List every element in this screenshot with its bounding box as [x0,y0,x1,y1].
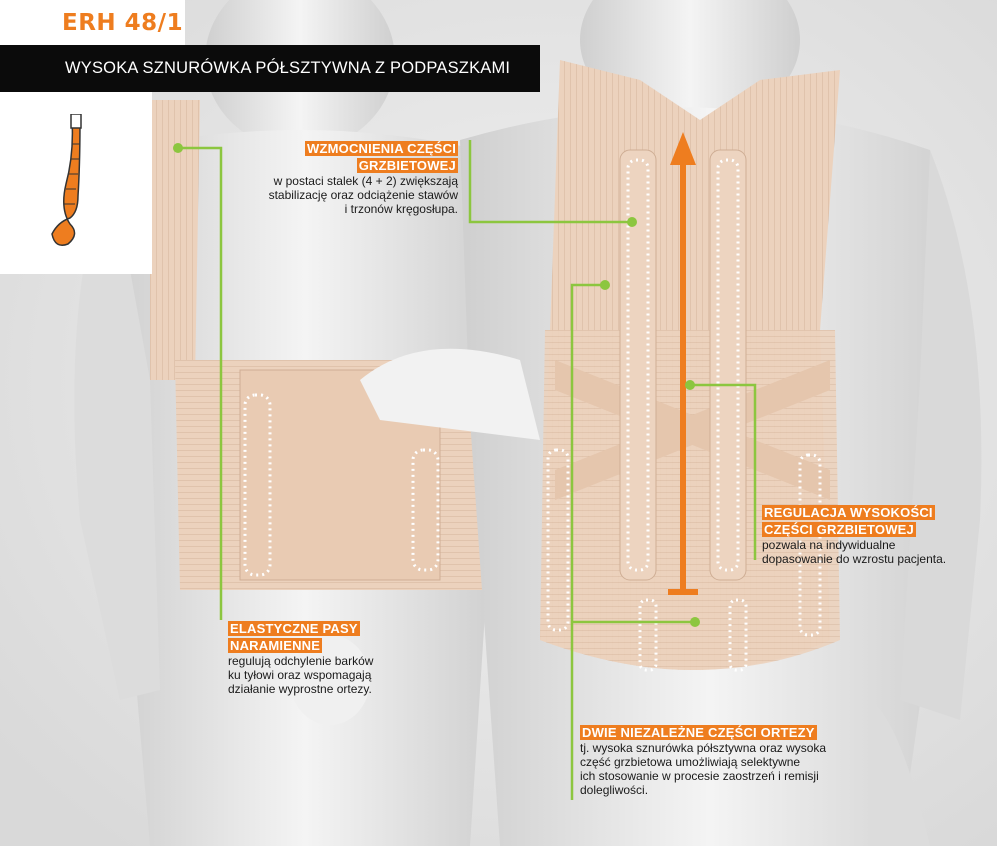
callout-two-parts: DWIE NIEZALEŻNE CZĘŚCI ORTEZY tj. wysoka… [580,724,870,797]
product-code-box: ERH 48/1 [0,0,185,45]
callout-shoulder-straps-desc-3: działanie wyprostne ortezy. [228,682,372,696]
callout-reinforcement-title-1: WZMOCNIENIA CZĘŚCI [305,141,458,156]
spine-icon-box [0,92,152,274]
callout-height-adjust-title-2: CZĘŚCI GRZBIETOWEJ [762,522,916,537]
callout-shoulder-straps: ELASTYCZNE PASY NARAMIENNE regulują odch… [228,620,428,696]
callout-shoulder-straps-title-2: NARAMIENNE [228,638,323,653]
callout-height-adjust: REGULACJA WYSOKOŚCI CZĘŚCI GRZBIETOWEJ p… [762,504,987,566]
back-mannequin [360,0,982,846]
callout-shoulder-straps-desc-2: ku tyłowi oraz wspomagają [228,668,372,682]
spine-icon [51,114,82,246]
product-title-bar: WYSOKA SZNURÓWKA PÓŁSZTYWNA Z PODPASZKAM… [0,45,540,92]
product-title: WYSOKA SZNURÓWKA PÓŁSZTYWNA Z PODPASZKAM… [65,59,511,77]
callout-height-adjust-desc-1: pozwala na indywidualne [762,538,896,552]
callout-two-parts-desc-4: dolegliwości. [580,783,649,797]
callout-two-parts-desc-1: tj. wysoka sznurówka półsztywna oraz wys… [580,741,827,755]
callout-reinforcement-title-2: GRZBIETOWEJ [356,158,458,173]
callout-shoulder-straps-title-1: ELASTYCZNE PASY [228,621,360,636]
callout-two-parts-desc-2: część grzbietowa umożliwiają selektywne [580,755,801,769]
leader-dots [173,143,700,627]
callout-reinforcement-desc-3: i trzonów kręgosłupa. [344,202,458,216]
callout-reinforcement: WZMOCNIENIA CZĘŚCI GRZBIETOWEJ w postaci… [230,140,458,216]
callout-shoulder-straps-desc-1: regulują odchylenie barków [228,654,374,668]
callout-height-adjust-desc-2: dopasowanie do wzrostu pacjenta. [762,552,947,566]
callout-reinforcement-desc-2: stabilizację oraz odciążenie stawów [268,188,458,202]
leader-lines [178,140,757,800]
callout-reinforcement-desc-1: w postaci stalek (4 + 2) zwiększają [273,174,458,188]
callout-two-parts-title-1: DWIE NIEZALEŻNE CZĘŚCI ORTEZY [580,725,817,740]
callout-two-parts-desc-3: ich stosowanie w procesie zaostrzeń i re… [580,769,819,783]
callout-height-adjust-title-1: REGULACJA WYSOKOŚCI [762,505,935,520]
product-code: ERH 48/1 [62,9,184,36]
